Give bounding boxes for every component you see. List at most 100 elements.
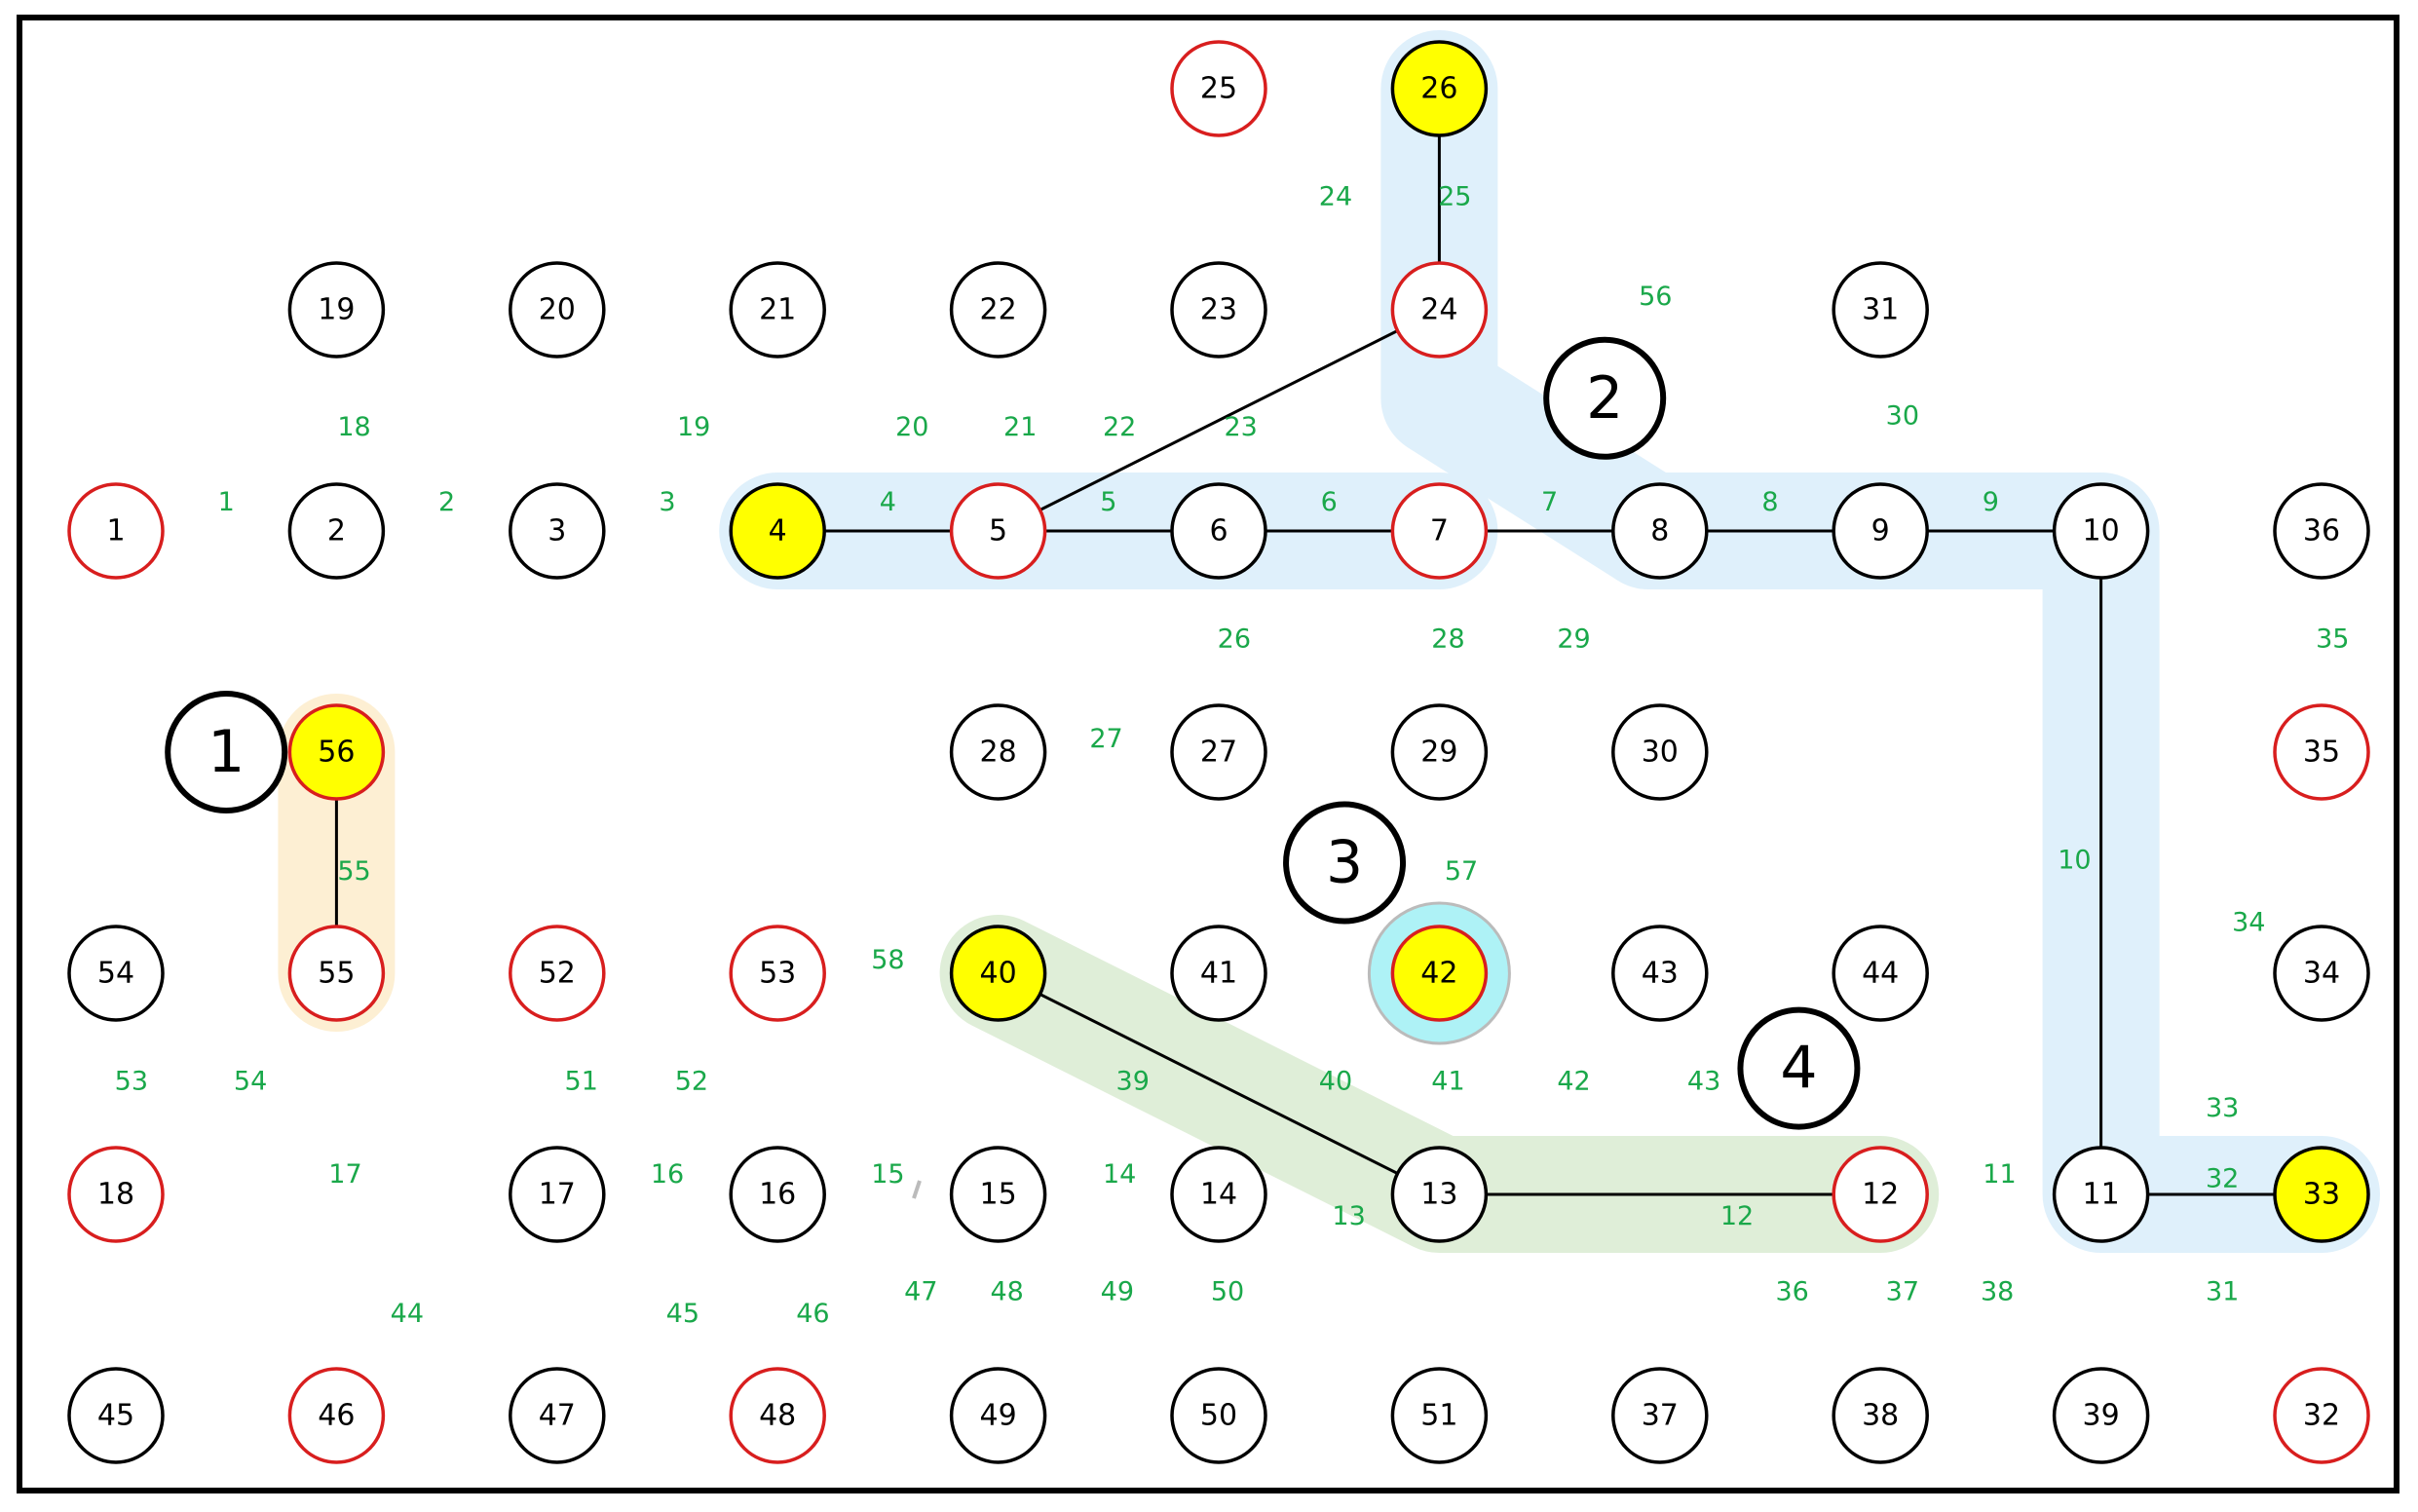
node-label: 46 [318,1399,355,1433]
node-circle [1390,703,1489,801]
node-circle [1832,482,1929,580]
node-11[interactable]: 11 [2052,1146,2150,1243]
node-circle [1390,40,1489,137]
node-26[interactable]: 26 [1390,40,1489,137]
node-19[interactable]: 19 [287,261,386,359]
node-5[interactable]: 5 [949,482,1047,580]
node-label: 51 [1420,1399,1457,1433]
node-56[interactable]: 56 [287,703,386,801]
node-27[interactable]: 27 [1170,703,1267,801]
node-circle [1390,261,1489,359]
node-circle [509,1146,606,1243]
node-label: 32 [2303,1399,2340,1433]
node-33[interactable]: 33 [2273,1146,2370,1243]
node-17[interactable]: 17 [509,1146,606,1243]
node-label: 49 [980,1399,1017,1433]
node-2[interactable]: 2 [287,482,386,580]
node-38[interactable]: 38 [1832,1367,1929,1464]
region-marker-label: 4 [1780,1035,1817,1103]
node-24[interactable]: 24 [1390,261,1489,359]
edge-label: 56 [1639,282,1672,312]
node-16[interactable]: 16 [729,1146,826,1243]
node-34[interactable]: 34 [2273,925,2370,1022]
edge-label: 36 [1775,1276,1808,1306]
node-circle [2052,1146,2150,1243]
node-4[interactable]: 4 [729,482,826,580]
node-20[interactable]: 20 [509,261,606,359]
node-21[interactable]: 21 [729,261,826,359]
node-13[interactable]: 13 [1390,1146,1489,1243]
node-14[interactable]: 14 [1170,1146,1267,1243]
node-circle [287,925,386,1022]
region-marker-label: 3 [1326,829,1363,897]
edge-label: 5 [1100,487,1116,517]
node-35[interactable]: 35 [2273,703,2370,801]
edge-label: 25 [1438,182,1471,212]
node-36[interactable]: 36 [2273,482,2370,580]
node-53[interactable]: 53 [729,925,826,1022]
node-46[interactable]: 46 [287,1367,386,1464]
edge-label: 13 [1332,1201,1365,1231]
node-30[interactable]: 30 [1611,703,1709,801]
node-47[interactable]: 47 [509,1367,606,1464]
node-54[interactable]: 54 [67,925,165,1022]
node-circle [509,482,606,580]
node-41[interactable]: 41 [1170,925,1267,1022]
edge-label: 58 [871,945,904,975]
node-3[interactable]: 3 [509,482,606,580]
node-label: 41 [1200,957,1237,991]
edge-40-13 [997,971,1441,1196]
node-31[interactable]: 31 [1832,261,1929,359]
node-label: 1 [106,514,125,548]
node-44[interactable]: 44 [1832,925,1929,1022]
node-6[interactable]: 6 [1170,482,1267,580]
node-23[interactable]: 23 [1170,261,1267,359]
node-1[interactable]: 1 [67,482,165,580]
node-label: 26 [1420,72,1457,106]
node-circle [509,925,606,1022]
edge-label: 7 [1541,487,1558,517]
node-40[interactable]: 40 [949,925,1047,1022]
node-45[interactable]: 45 [67,1367,165,1464]
node-49[interactable]: 49 [949,1367,1047,1464]
node-55[interactable]: 55 [287,925,386,1022]
node-43[interactable]: 43 [1611,925,1709,1022]
node-37[interactable]: 37 [1611,1367,1709,1464]
node-12[interactable]: 12 [1832,1146,1929,1243]
node-25[interactable]: 25 [1170,40,1267,137]
node-7[interactable]: 7 [1390,482,1489,580]
node-15[interactable]: 15 [949,1146,1047,1243]
node-52[interactable]: 52 [509,925,606,1022]
edge-label: 46 [796,1299,829,1329]
node-39[interactable]: 39 [2052,1367,2150,1464]
node-42[interactable]: 42 [1367,901,1511,1045]
node-50[interactable]: 50 [1170,1367,1267,1464]
node-circle [287,1367,386,1464]
node-label: 2 [327,514,346,548]
node-circle [2273,1367,2370,1464]
node-label: 14 [1200,1178,1237,1212]
node-22[interactable]: 22 [949,261,1047,359]
node-51[interactable]: 51 [1390,1367,1489,1464]
region-marker-4: 4 [1737,1006,1861,1130]
node-32[interactable]: 32 [2273,1367,2370,1464]
node-circle [949,261,1047,359]
edge-label: 52 [675,1067,708,1097]
node-label: 56 [318,736,355,770]
node-8[interactable]: 8 [1611,482,1709,580]
node-29[interactable]: 29 [1390,703,1489,801]
edge-label: 14 [1103,1159,1136,1190]
node-10[interactable]: 10 [2052,482,2150,580]
node-9[interactable]: 9 [1832,482,1929,580]
node-circle [287,703,386,801]
node-18[interactable]: 18 [67,1146,165,1243]
node-28[interactable]: 28 [949,703,1047,801]
node-48[interactable]: 48 [729,1367,826,1464]
node-circle [729,925,826,1022]
edge-label: 9 [1983,487,1999,517]
node-label: 55 [318,957,355,991]
region-marker-1: 1 [165,691,288,813]
node-circle [287,261,386,359]
